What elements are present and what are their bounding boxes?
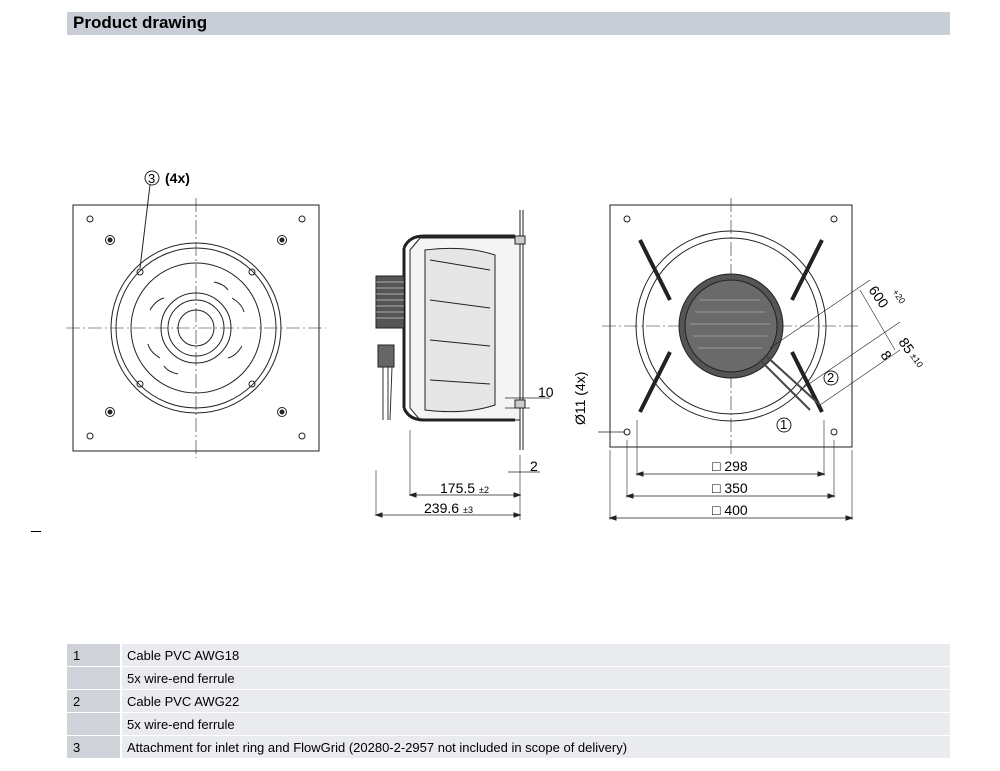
dim-298: □ 298	[712, 458, 748, 474]
callout-1-label: 1	[780, 417, 787, 432]
hub	[177, 309, 215, 347]
legend-row: 1 Cable PVC AWG18	[67, 644, 950, 666]
legend-text: Attachment for inlet ring and FlowGrid (…	[127, 740, 628, 755]
legend-text: 5x wire-end ferrule	[127, 671, 235, 686]
callout-3-qty: (4x)	[165, 170, 190, 186]
front-view	[66, 170, 326, 458]
callout-1-marker	[776, 417, 792, 433]
legend-text: Cable PVC AWG22	[127, 694, 240, 709]
callout-2-label: 2	[827, 370, 834, 385]
dim-2: 2	[530, 458, 538, 474]
legend-row: 5x wire-end ferrule	[67, 667, 950, 689]
callout-3-label: 3	[148, 171, 155, 186]
section-header: Product drawing	[67, 12, 950, 35]
legend-num: 2	[73, 694, 81, 709]
motor-block	[375, 275, 405, 329]
legend-row: 5x wire-end ferrule	[67, 713, 950, 735]
section-title: Product drawing	[73, 13, 208, 32]
inlet-outer-ring	[110, 242, 282, 414]
dim-239: 239.6	[424, 500, 459, 516]
legend-num: 3	[73, 740, 81, 755]
dim-600-tol: +20	[890, 287, 907, 305]
dim-85-tol: ±10	[908, 351, 925, 369]
dim-10: 10	[538, 384, 554, 400]
dim-8: 8	[878, 348, 896, 364]
callout-3-marker	[144, 170, 160, 186]
dim-350: □ 350	[712, 480, 748, 496]
dim-hole: Ø11 (4x)	[572, 372, 588, 425]
dim-239-tol: ±3	[463, 505, 473, 515]
legend-num: 1	[73, 648, 81, 663]
dim-175: 175.5	[440, 480, 475, 496]
rear-view	[598, 198, 901, 521]
product-drawing: 3 (4x) 10 2 175.5 ±2 239.6 ±3 Ø11 (4x) □…	[66, 170, 925, 521]
dim-400: □ 400	[712, 502, 748, 518]
side-view	[374, 210, 550, 520]
callout-2-marker	[823, 370, 839, 386]
legend-row: 2 Cable PVC AWG22	[67, 690, 950, 712]
stray-dash	[31, 531, 41, 532]
legend-text: Cable PVC AWG18	[127, 648, 240, 663]
rear-outer-ring	[635, 230, 827, 422]
dim-175-tol: ±2	[479, 485, 489, 495]
legend-text: 5x wire-end ferrule	[127, 717, 235, 732]
legend-row: 3 Attachment for inlet ring and FlowGrid…	[67, 736, 950, 758]
front-corner-holes	[86, 215, 306, 440]
